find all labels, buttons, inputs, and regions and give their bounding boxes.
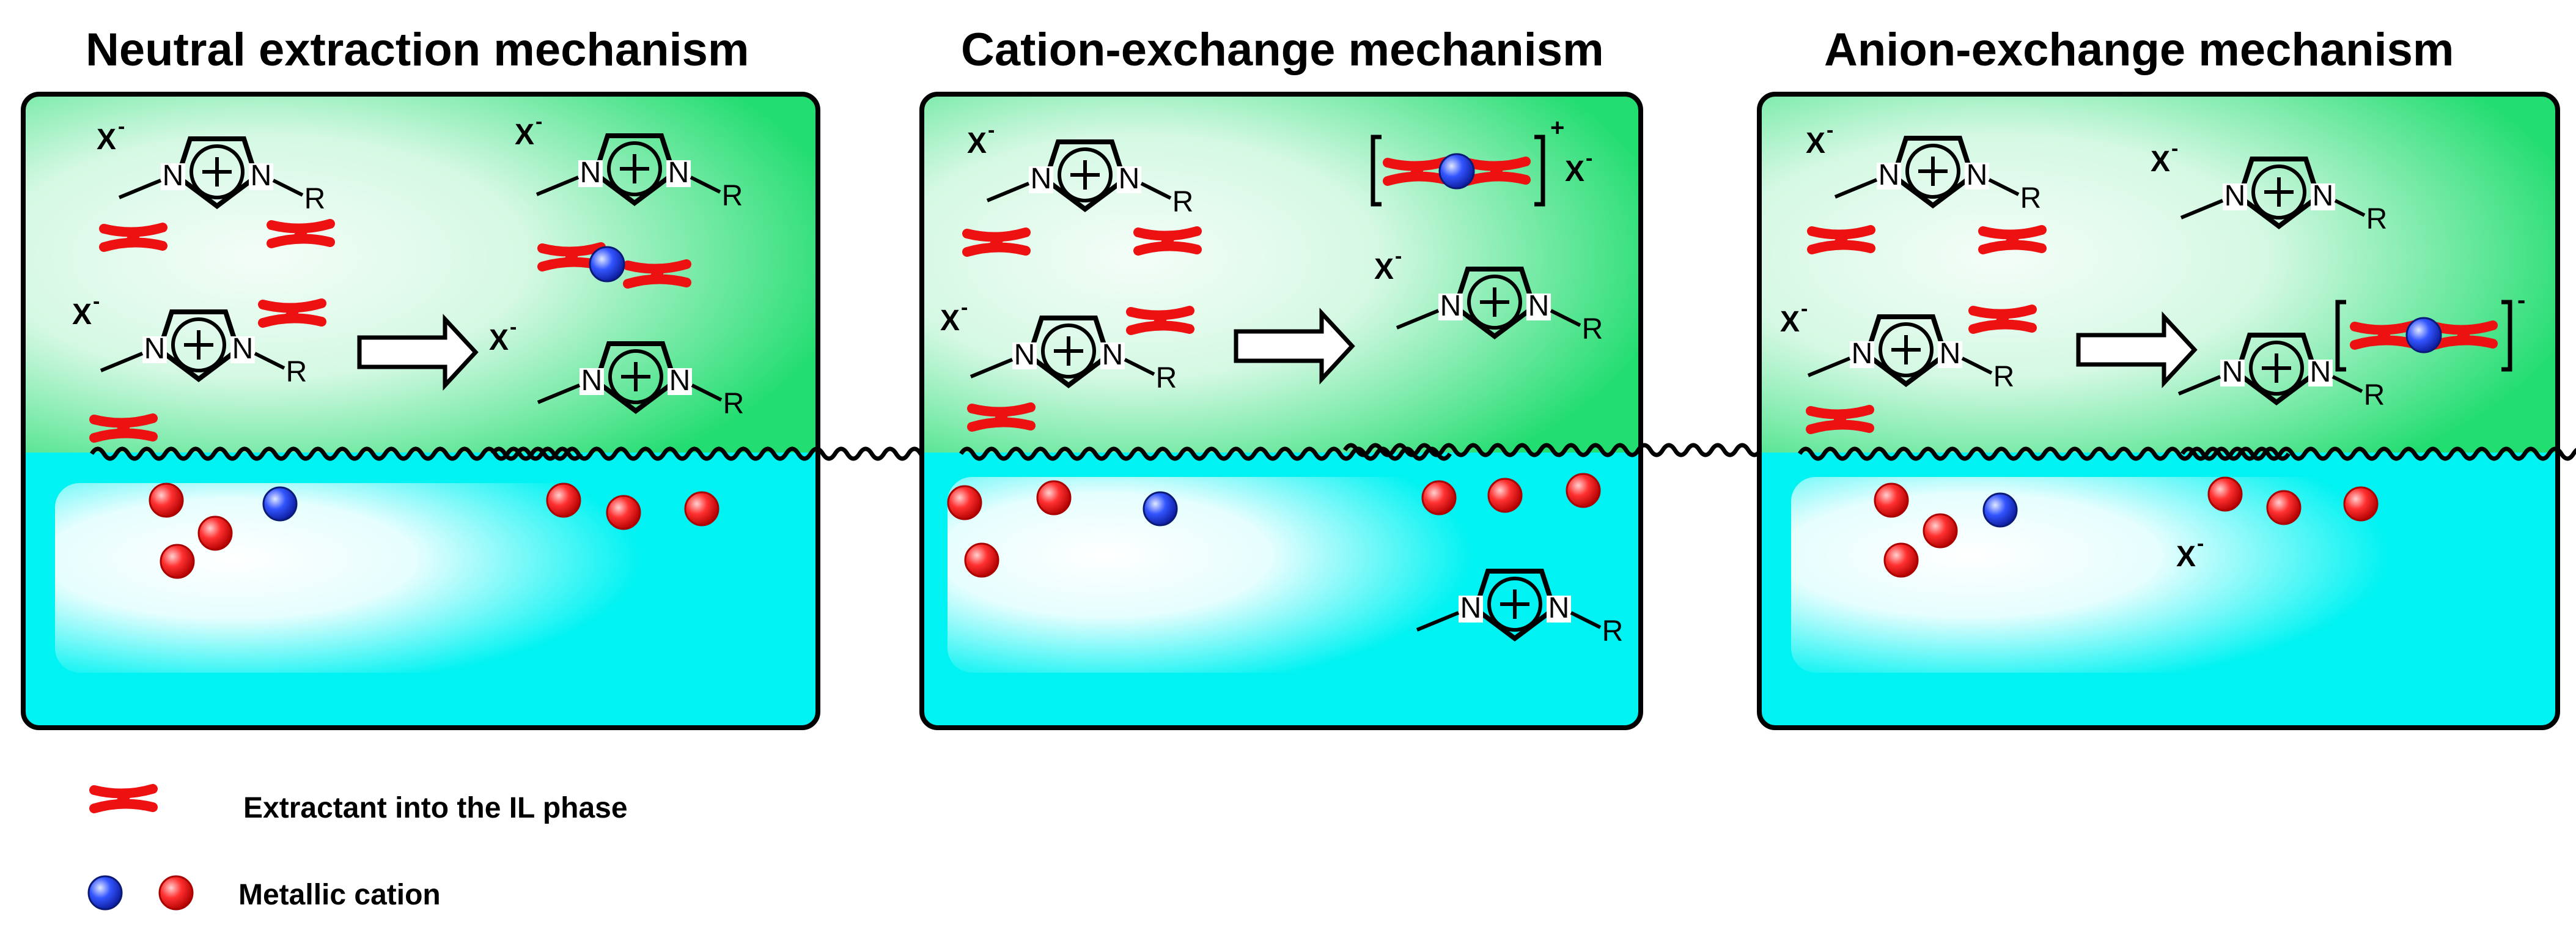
svg-text:-: - [1586, 147, 1592, 170]
svg-text:X: X [1806, 127, 1825, 160]
anion-label: X - [97, 115, 125, 156]
svg-text:-: - [118, 115, 125, 138]
metal-cation-red [1923, 513, 1958, 549]
svg-text:-: - [1395, 245, 1402, 268]
legend-extractant-icon [94, 789, 153, 808]
panel-3: X - X - X - - X - [1757, 92, 2576, 730]
metal-cation-red [546, 482, 581, 518]
legend-cation-label: Metallic cation [238, 879, 441, 911]
svg-text:-: - [1827, 119, 1833, 142]
metal-cation-red [1487, 478, 1523, 513]
legend [87, 789, 194, 911]
svg-text:X: X [1374, 253, 1394, 286]
panel-1-title: Neutral extraction mechanism [86, 24, 749, 76]
metal-cation-red [1566, 473, 1601, 508]
metal-cation-red [684, 491, 719, 527]
metal-cation-red [964, 542, 999, 578]
svg-text:-: - [93, 290, 100, 313]
panel-3-title: Anion-exchange mechanism [1824, 24, 2454, 76]
svg-text:-: - [988, 119, 995, 142]
panel-1: X - X - X - X - [21, 92, 982, 730]
svg-text:X: X [967, 127, 987, 160]
interface-left [961, 449, 1450, 459]
metal-cation-blue [1982, 492, 2018, 528]
svg-text:X: X [2176, 541, 2196, 573]
metal-cation-red [1883, 542, 1919, 578]
svg-text:X: X [940, 305, 960, 337]
interface-right [493, 449, 982, 459]
svg-text:-: - [510, 316, 517, 339]
svg-text:X: X [72, 298, 92, 331]
svg-text:X: X [1565, 155, 1584, 188]
metal-cation-red [197, 516, 233, 551]
svg-text:-: - [1801, 297, 1808, 320]
metal-complex: - [2335, 287, 2525, 372]
panel-2: X - X - + X - X - [919, 92, 1834, 730]
metal-cation-red [606, 495, 641, 530]
legend-blue-cation-icon [87, 875, 123, 911]
svg-text:X: X [1780, 306, 1800, 338]
metal-cation-red [149, 482, 184, 518]
metal-cation-red [160, 544, 195, 579]
metal-cation-blue [1143, 491, 1178, 527]
svg-text:-: - [2517, 287, 2525, 314]
svg-text:-: - [2171, 137, 2178, 160]
svg-text:X: X [97, 124, 116, 156]
metal-cation-red [1036, 480, 1072, 516]
legend-red-cation-icon [158, 875, 194, 911]
svg-text:-: - [2197, 532, 2204, 555]
svg-text:-: - [535, 110, 542, 133]
svg-text:+: + [1550, 114, 1564, 141]
legend-extractant-label: Extractant into the IL phase [243, 792, 628, 824]
svg-text:X: X [489, 324, 509, 357]
metal-cation-red [2266, 490, 2302, 525]
panel-2-title: Cation-exchange mechanism [961, 24, 1604, 76]
metal-cation-red [2343, 486, 2379, 522]
metal-cation-red [1421, 480, 1457, 516]
metal-cation-blue [589, 246, 625, 283]
metal-complex: + X - [1371, 114, 1592, 207]
svg-text:X: X [515, 119, 534, 151]
metal-cation-blue [262, 486, 298, 522]
metal-cation-red [947, 485, 982, 520]
svg-text:-: - [961, 296, 968, 319]
metal-cation-red [2207, 476, 2243, 512]
svg-text:X: X [2151, 146, 2170, 178]
metal-cation-red [1874, 482, 1909, 518]
